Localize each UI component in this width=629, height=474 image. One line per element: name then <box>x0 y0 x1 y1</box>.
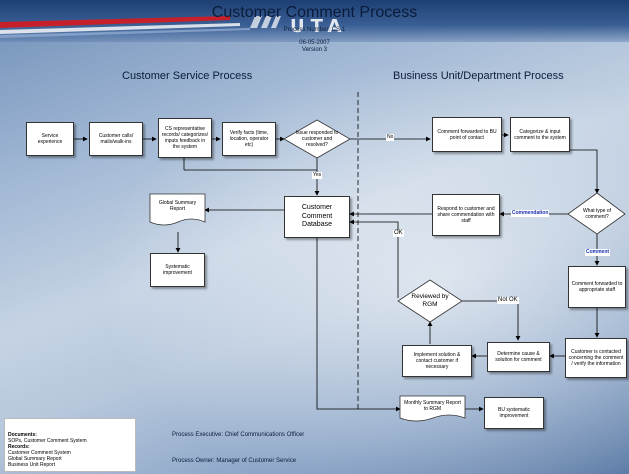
records-line: Customer Comment System <box>8 450 71 456</box>
reviewed-by-rgm-decision: Reviewed by RGM <box>411 293 449 308</box>
categorize-input-box: Categorize & input comment to the system <box>510 117 570 152</box>
process-version: Version 3 <box>301 47 328 53</box>
global-summary-report-doc: Global Summary Report <box>158 200 197 212</box>
process-owner: Process Owner: Manager of Customer Servi… <box>172 458 297 464</box>
commendation-label: Commendation <box>511 210 550 217</box>
records-heading: Records: <box>8 444 30 450</box>
monthly-summary-report-doc: Monthly Summary Report to RGM <box>404 400 461 412</box>
verify-facts-box: Verify facts (time, location, operator e… <box>222 122 276 156</box>
logo-text: UTA <box>290 16 348 37</box>
yes-label: Yes <box>312 172 323 179</box>
comment-type-decision: What type of comment? <box>582 208 612 220</box>
respond-share-box: Respond to customer and share commendati… <box>432 194 500 236</box>
cs-representative-box: CS representative records/ categorizes/ … <box>158 118 212 158</box>
logo-stripes-icon <box>0 16 281 38</box>
comment-forwarded-staff-box: Comment forwarded to appropriate staff <box>568 266 626 308</box>
records-line: Business Unit Report <box>8 462 55 468</box>
customer-contacted-box: Customer is contacted concerning the com… <box>565 338 627 378</box>
implement-solution-box: Implement solution & contact customer if… <box>402 345 472 377</box>
page-title: Customer Comment Process <box>211 4 418 21</box>
process-executive: Process Executive: Chief Communications … <box>172 432 305 438</box>
documents-line: SOPs, Customer Comment System <box>8 438 87 444</box>
systematic-improvement-box: Systematic improvement <box>150 253 205 287</box>
service-experience-box: Service experience <box>26 122 74 156</box>
comment-forwarded-bu-box: Comment forwarded to BU point of contact <box>432 117 502 152</box>
not-ok-label: Not OK <box>497 297 519 304</box>
bu-systematic-improvement-box: BU systematic improvement <box>484 397 544 429</box>
customer-calls-box: Customer calls/ mails/walk-ins <box>89 122 143 156</box>
comment-label: Comment <box>585 249 611 256</box>
process-date: 06-05-2007 <box>299 40 330 46</box>
documents-heading: Documents: <box>8 432 37 438</box>
section-title-customer-service: Customer Service Process <box>122 70 253 82</box>
issue-resolved-decision: Issue responded to customer and resolved… <box>295 130 339 148</box>
section-title-business-unit: Business Unit/Department Process <box>393 70 564 82</box>
records-line: Global Summary Report <box>8 456 62 462</box>
customer-comment-database-box: Customer Comment Database <box>284 196 350 238</box>
determine-cause-box: Determine cause & solution for comment <box>487 342 550 372</box>
ok-label: OK <box>393 230 404 237</box>
documents-panel: Documents: SOPs, Customer Comment System… <box>4 418 136 472</box>
no-label: No <box>386 134 395 141</box>
process-number: Process Number: CS-1 <box>283 27 346 33</box>
